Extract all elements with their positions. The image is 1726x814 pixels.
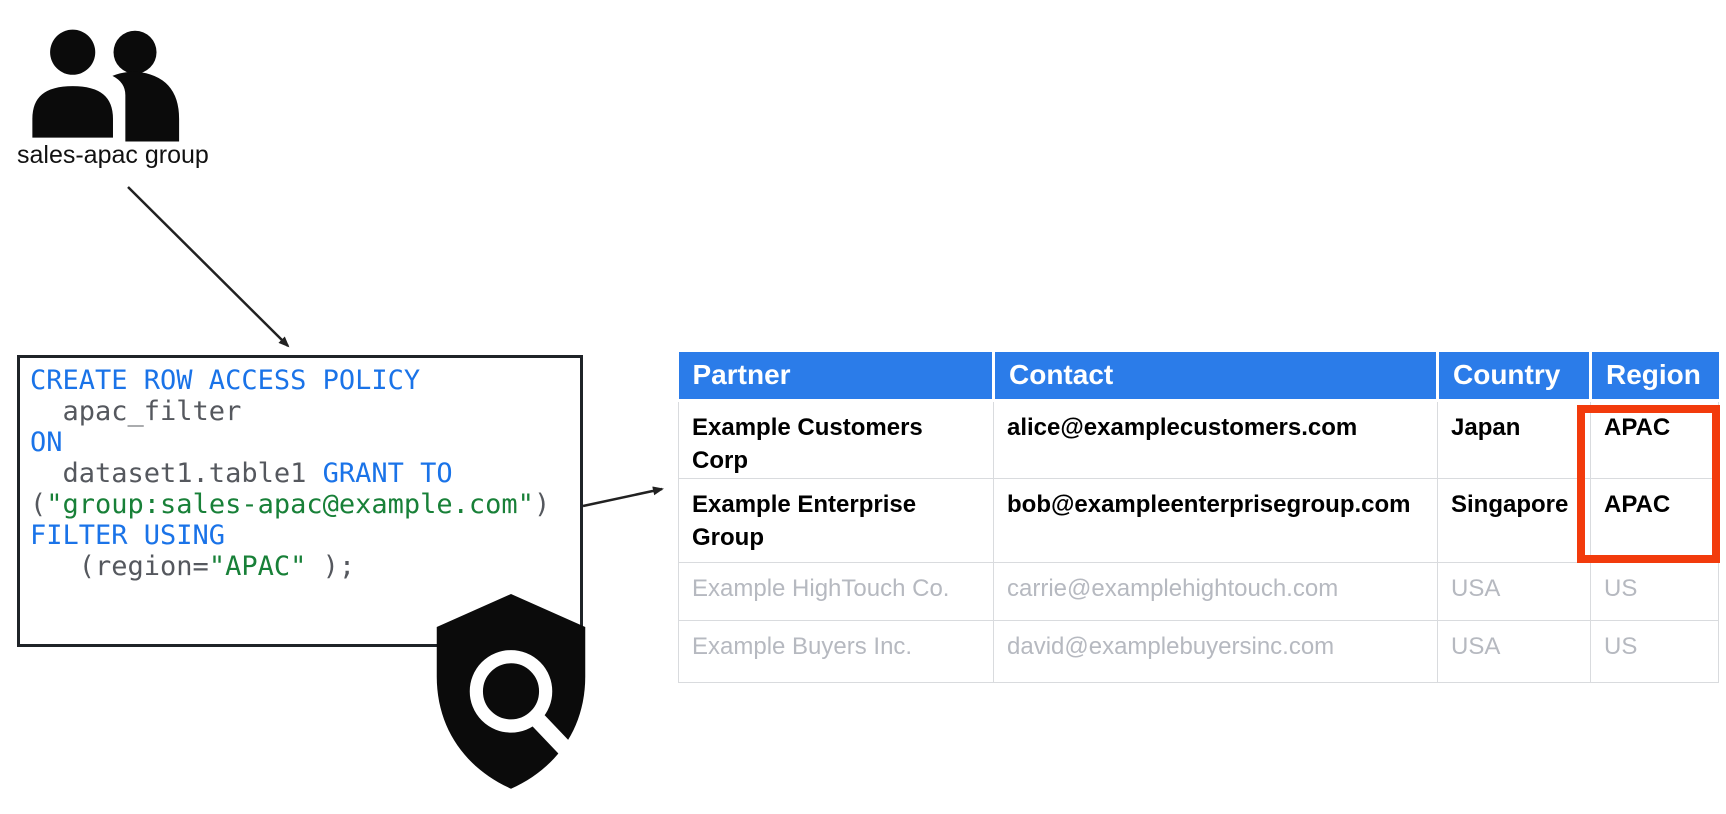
arrow-policy-to-table xyxy=(582,486,664,508)
cell-country: Singapore xyxy=(1437,477,1591,563)
cell-contact: david@examplebuyersinc.com xyxy=(993,619,1438,683)
cell-region: US xyxy=(1590,619,1719,683)
cell-contact: carrie@examplehightouch.com xyxy=(993,561,1438,621)
magnifier-icon xyxy=(469,650,553,733)
table-row: Example Customers Corp alice@examplecust… xyxy=(678,399,1719,479)
cell-region: APAC xyxy=(1590,477,1719,563)
code-line: ("group:sales-apac@example.com") xyxy=(30,489,551,520)
partner-table: Partner Contact Country Region Example C… xyxy=(678,352,1719,683)
column-header-country: Country xyxy=(1437,352,1592,402)
cell-country: Japan xyxy=(1437,399,1591,479)
cell-partner: Example Customers Corp xyxy=(678,399,994,479)
cell-contact: alice@examplecustomers.com xyxy=(993,399,1438,479)
table-header-row: Partner Contact Country Region xyxy=(678,352,1719,402)
code-line: apac_filter xyxy=(30,396,242,427)
cell-partner: Example Enterprise Group xyxy=(678,477,994,563)
code-line: dataset1.table1 GRANT TO xyxy=(30,458,453,489)
cell-country: USA xyxy=(1437,619,1591,683)
cell-region: US xyxy=(1590,561,1719,621)
table-row: Example Buyers Inc. david@examplebuyersi… xyxy=(678,619,1719,683)
cell-country: USA xyxy=(1437,561,1591,621)
code-line: CREATE ROW ACCESS POLICY xyxy=(30,365,421,396)
people-group-icon xyxy=(20,28,192,146)
column-header-contact: Contact xyxy=(993,352,1439,402)
code-line: ON xyxy=(30,427,63,458)
column-header-region: Region xyxy=(1590,352,1719,402)
cell-contact: bob@exampleenterprisegroup.com xyxy=(993,477,1438,563)
cell-region: APAC xyxy=(1590,399,1719,479)
group-label: sales-apac group xyxy=(17,141,209,169)
cell-partner: Example Buyers Inc. xyxy=(678,619,994,683)
row-access-policy-code-box: CREATE ROW ACCESS POLICY apac_filter ON … xyxy=(17,355,583,647)
security-shield-icon xyxy=(428,594,594,792)
code-line: FILTER USING xyxy=(30,520,226,551)
table-row: Example HighTouch Co. carrie@examplehigh… xyxy=(678,561,1719,621)
arrow-group-to-policy xyxy=(127,186,290,348)
cell-partner: Example HighTouch Co. xyxy=(678,561,994,621)
table-row: Example Enterprise Group bob@exampleente… xyxy=(678,477,1719,563)
column-header-partner: Partner xyxy=(678,352,995,402)
code-line: (region="APAC" ); xyxy=(30,551,356,582)
